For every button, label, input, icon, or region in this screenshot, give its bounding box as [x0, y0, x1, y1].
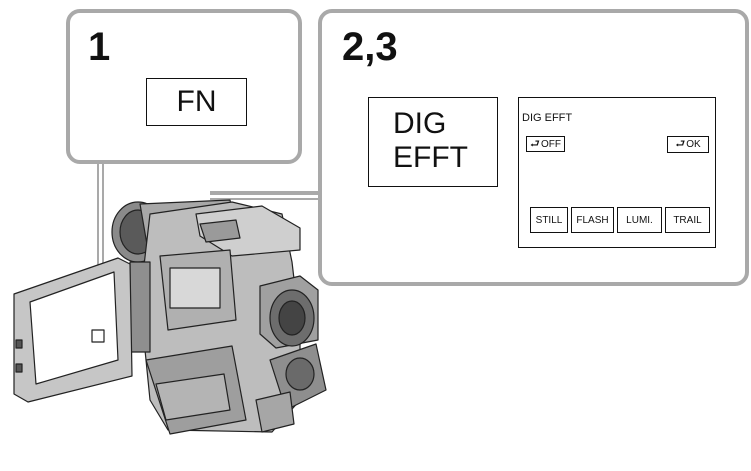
trail-button[interactable]: TRAIL	[665, 207, 710, 233]
step1-number: 1	[88, 25, 111, 69]
step1-callout: 1 FN	[66, 9, 302, 164]
off-label: OFF	[540, 138, 561, 150]
dig-efft-label-line2: EFFT	[393, 141, 468, 174]
return-arrow-icon: ⮐	[530, 137, 540, 150]
lcd-screen: DIG EFFT ⮐ OFF ⮐ OK STILL FLASH LUMI. TR…	[518, 97, 716, 248]
step23-number: 2,3	[342, 25, 398, 69]
fn-button[interactable]: FN	[146, 78, 247, 126]
return-arrow-icon: ⮐	[675, 138, 686, 150]
dig-efft-button[interactable]: DIG EFFT	[368, 97, 498, 187]
camcorder-body	[13, 199, 327, 435]
step23-callout: 2,3 DIG EFFT DIG EFFT ⮐ OFF ⮐ OK STILL F…	[318, 9, 749, 286]
ok-label: OK	[686, 139, 701, 150]
still-button[interactable]: STILL	[530, 207, 568, 233]
lumi-button[interactable]: LUMI.	[617, 207, 662, 233]
lcd-title: DIG EFFT	[522, 112, 573, 124]
dig-efft-label-line1: DIG	[393, 107, 447, 140]
flash-button[interactable]: FLASH	[571, 207, 614, 233]
off-button[interactable]: ⮐ OFF	[526, 136, 565, 152]
ok-button[interactable]: ⮐ OK	[667, 136, 709, 153]
